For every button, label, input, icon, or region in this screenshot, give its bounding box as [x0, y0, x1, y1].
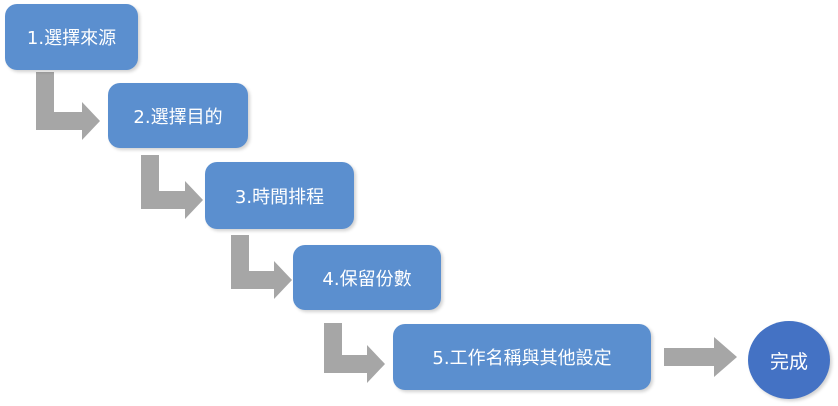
elbow-arrow-2-to-3 — [141, 155, 203, 219]
step-5-job-name-and-settings[interactable]: 5.工作名稱與其他設定 — [393, 324, 651, 390]
step-2-select-destination[interactable]: 2.選擇目的 — [108, 83, 248, 148]
step-1-label: 1.選擇來源 — [26, 28, 117, 49]
step-2-label: 2.選擇目的 — [133, 106, 223, 128]
step-5-label: 5.工作名稱與其他設定 — [432, 348, 612, 369]
straight-arrow-5-to-done — [664, 337, 737, 377]
done-circle[interactable]: 完成 — [748, 321, 830, 399]
step-1-select-source[interactable]: 1.選擇來源 — [5, 4, 138, 70]
step-4-label: 4.保留份數 — [322, 268, 412, 290]
step-4-retention-count[interactable]: 4.保留份數 — [293, 245, 441, 310]
elbow-arrow-3-to-4 — [231, 235, 292, 299]
done-label: 完成 — [769, 350, 808, 373]
step-3-schedule[interactable]: 3.時間排程 — [205, 162, 354, 229]
elbow-arrow-1-to-2 — [36, 72, 100, 140]
elbow-arrow-4-to-5 — [324, 323, 385, 383]
step-3-label: 3.時間排程 — [234, 186, 325, 208]
